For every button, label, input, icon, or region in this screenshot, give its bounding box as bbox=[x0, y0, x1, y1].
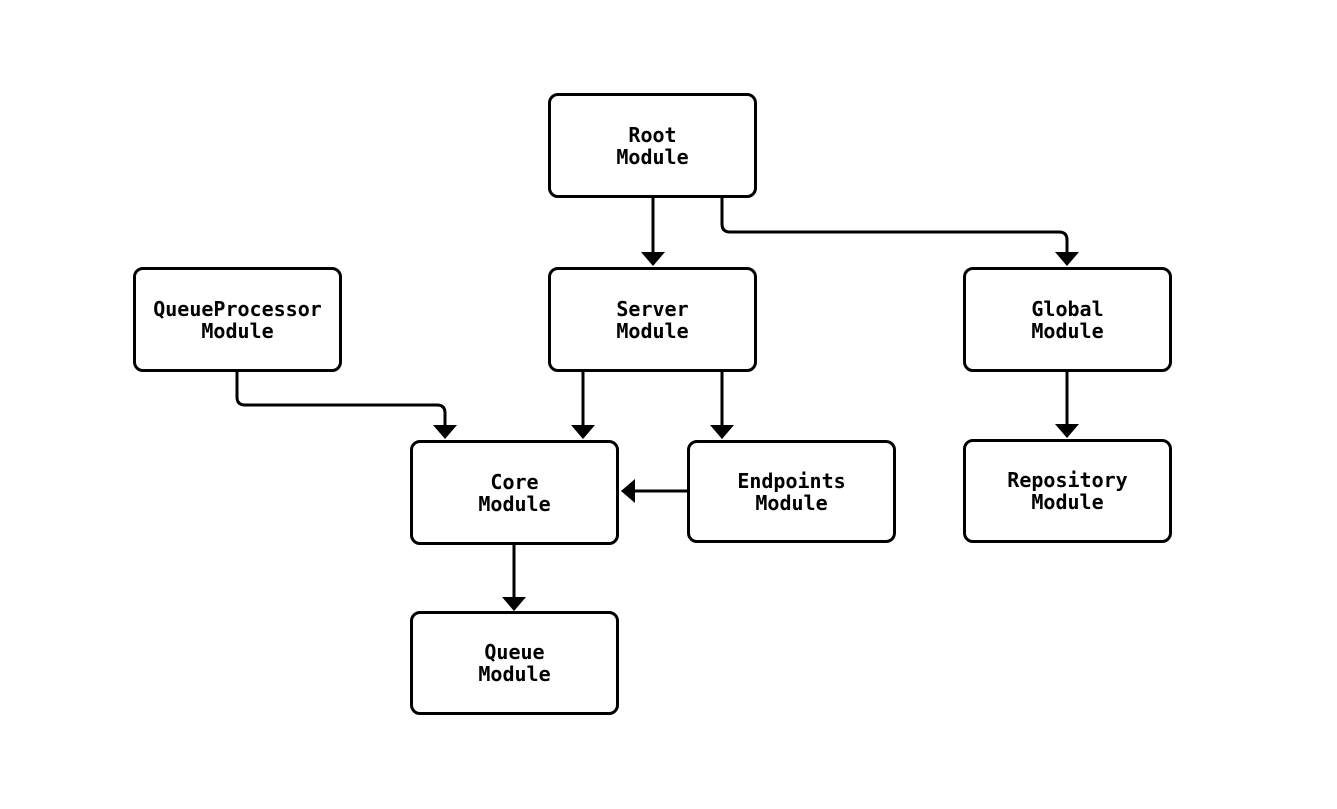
node-label-line2: Module bbox=[616, 144, 689, 169]
edge-core-queue bbox=[502, 545, 526, 611]
edge-server-endpoints bbox=[710, 372, 734, 439]
node-label-line2: Module bbox=[478, 491, 551, 516]
node-label-line1: Repository bbox=[1007, 468, 1128, 492]
edge-server-core bbox=[571, 372, 595, 439]
edge-endpoints-core bbox=[621, 479, 687, 503]
node-server-module: Server Module bbox=[548, 267, 757, 372]
edge-global-repository bbox=[1055, 372, 1079, 438]
node-label-line2: Module bbox=[478, 662, 551, 686]
node-label-line2: Module bbox=[616, 318, 689, 343]
node-repository-module: Repository Module bbox=[963, 439, 1172, 543]
node-label-line1: Server bbox=[616, 296, 689, 321]
node-root-module: Root Module bbox=[548, 93, 757, 198]
edge-root-global bbox=[720, 198, 1079, 266]
node-label-line1: QueueProcessor bbox=[153, 296, 322, 321]
node-endpoints-module: Endpoints Module bbox=[687, 440, 896, 543]
node-label-line1: Queue bbox=[484, 640, 545, 664]
edge-queueprocessor-core bbox=[235, 372, 457, 439]
node-label-line1: Global bbox=[1031, 296, 1104, 321]
node-label-line1: Root bbox=[628, 122, 677, 147]
node-label-line2: Module bbox=[755, 490, 828, 515]
edge-root-server bbox=[641, 198, 665, 266]
node-label-line2: Module bbox=[1031, 490, 1104, 514]
node-queue-module: Queue Module bbox=[410, 611, 619, 715]
node-label-line1: Endpoints bbox=[737, 468, 846, 493]
node-queueprocessor-module: QueueProcessor Module bbox=[133, 267, 342, 372]
node-label-line2: Module bbox=[201, 318, 274, 343]
node-core-module: Core Module bbox=[410, 440, 619, 545]
node-label-line2: Module bbox=[1031, 318, 1104, 343]
node-label-line1: Core bbox=[490, 469, 539, 494]
node-global-module: Global Module bbox=[963, 267, 1172, 372]
